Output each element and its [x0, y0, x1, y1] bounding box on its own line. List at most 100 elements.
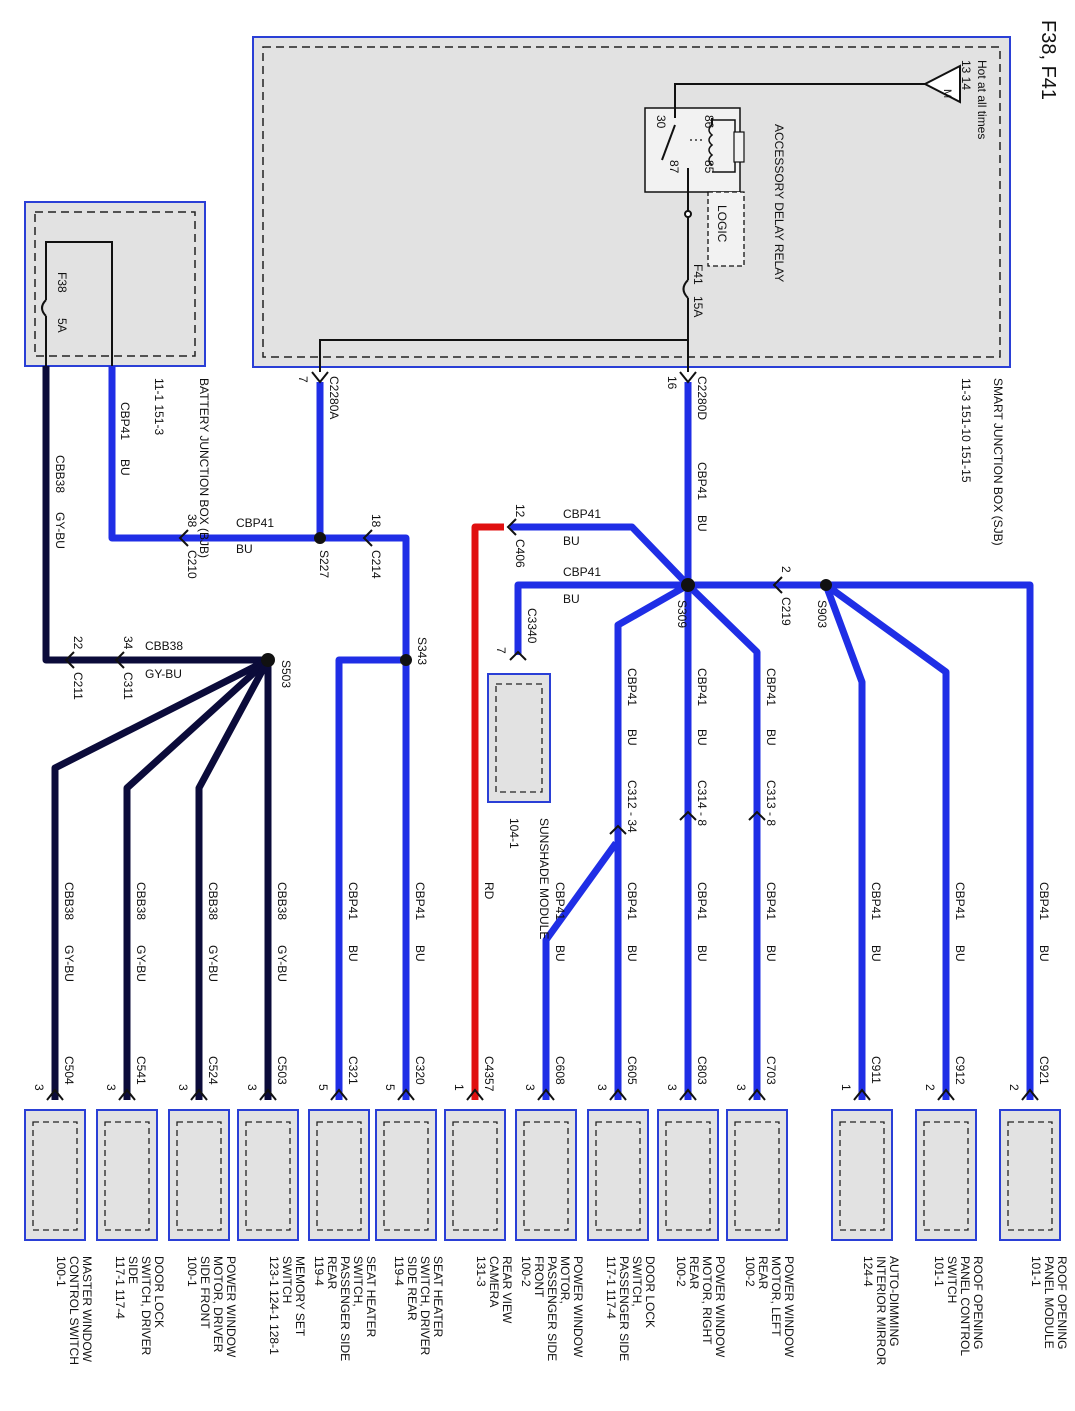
sunshade-name: SUNSHADE MODULE: [537, 818, 551, 939]
sjb-box: [252, 36, 1011, 368]
component-inner-border-c608: [523, 1121, 569, 1231]
component-pin-c504: 3: [32, 1084, 46, 1091]
conn-c406-pin: 12: [513, 504, 527, 518]
conn-c3340-label: C3340: [525, 608, 539, 644]
component-inner-border-c605: [595, 1121, 641, 1231]
component-conn-label-c921: C921: [1037, 1056, 1051, 1085]
component-pin-c605: 3: [595, 1084, 609, 1091]
component-pin-c320: 5: [383, 1084, 397, 1091]
bjb-refs: 11-1 151-3: [152, 378, 166, 435]
wire-label-bjb-dark-circuit: CBB38: [53, 455, 67, 493]
component-wire-color-c320: BU: [413, 945, 427, 962]
conn-symbol-c219: [772, 576, 783, 594]
component-ref-c605: 117-1 117-4: [604, 1256, 618, 1319]
conn-c219-label: C219: [779, 597, 793, 626]
relay-pin-86: 86: [702, 115, 716, 129]
splice-s503-label: S503: [279, 660, 293, 688]
component-ref-c524: 100-1: [185, 1256, 199, 1287]
component-name-c605: PASSENGER SIDE: [617, 1256, 631, 1361]
component-wire-circuit-c541: CBB38: [134, 882, 148, 920]
component-inner-border-c911: [839, 1121, 885, 1231]
component-name-c608: PASSENGER SIDE: [545, 1256, 559, 1361]
hot-feed-wire: [674, 83, 935, 118]
bjb-inner-border: [34, 211, 196, 357]
component-ref-c504: 100-1: [54, 1256, 68, 1287]
relay-name: ACCESSORY DELAY RELAY: [772, 124, 786, 282]
conn-c2280a-label: C2280A: [327, 376, 341, 419]
component-name-c4357: REAR VIEW: [500, 1256, 514, 1324]
component-wire-color-c524: GY-BU: [206, 945, 220, 982]
component-inner-border-c320: [383, 1121, 429, 1231]
fuse-f38: [41, 299, 47, 317]
conn-c211-label: C211: [71, 672, 85, 700]
component-conn-label-c321: C321: [346, 1056, 360, 1085]
component-connector-c4357: [466, 1088, 484, 1101]
component-connector-c703: [748, 1088, 766, 1101]
conn-c2280d-pin: 16: [665, 376, 679, 390]
component-conn-label-c541: C541: [134, 1056, 148, 1085]
conn-symbol-c211: [64, 651, 75, 669]
component-box-c320: [375, 1109, 437, 1241]
component-conn-label-c803: C803: [695, 1056, 709, 1085]
run-label-c3340-bu: BU: [563, 592, 580, 606]
conn-symbol-c2280a: [311, 371, 329, 384]
component-name-c4357: CAMERA: [487, 1256, 501, 1307]
component-ref-c503: 123-1 124-1 128-1: [267, 1256, 281, 1355]
component-conn-label-c504: C504: [62, 1056, 76, 1085]
component-connector-c608: [537, 1088, 555, 1101]
conn-symbol-c3340: [509, 650, 527, 661]
component-name-c321: REAR: [325, 1256, 339, 1290]
conn-symbol-c210: [178, 529, 189, 547]
hot-connector-m: M: [941, 89, 953, 98]
component-ref-c608: 100-2: [519, 1256, 533, 1287]
component-inner-border-c541: [104, 1121, 150, 1231]
component-name-c605: DOOR LOCK: [643, 1256, 657, 1328]
conn-c311-pin: 34: [121, 636, 135, 650]
wire-label-bjb-color: BU: [118, 459, 132, 476]
component-name-c921: ROOF OPENING: [1055, 1256, 1069, 1349]
component-box-c608: [515, 1109, 577, 1241]
conn-symbol-c2280d: [679, 371, 697, 384]
component-wire-color-c912: BU: [953, 945, 967, 962]
component-conn-label-c605: C605: [625, 1056, 639, 1085]
component-ref-c703: 100-2: [743, 1256, 757, 1287]
component-inner-border-c503: [245, 1121, 291, 1231]
component-wire-circuit-c703: CBP41: [764, 882, 778, 920]
component-pin-c524: 3: [176, 1084, 190, 1091]
relay-box: [644, 107, 741, 193]
sunshade-ref: 104-1: [507, 818, 521, 849]
component-name-c541: SIDE: [126, 1256, 140, 1284]
component-name-c803: POWER WINDOW: [713, 1256, 727, 1358]
wire-label-sjb-right-color: BU: [695, 515, 709, 532]
component-inner-border-c504: [32, 1121, 78, 1231]
component-name-c321: SEAT HEATER: [364, 1256, 378, 1338]
component-ref-c921: 101-1: [1029, 1256, 1043, 1287]
component-wire-circuit-c504: CBB38: [62, 882, 76, 920]
component-connector-c320: [397, 1088, 415, 1101]
wire-s903-c911: [822, 583, 866, 1100]
conn-symbol-c314: [679, 810, 697, 821]
component-pin-c703: 3: [734, 1084, 748, 1091]
component-connector-c504: [46, 1088, 64, 1101]
fuse-f41: [682, 279, 689, 299]
mid-label-c314-color: BU: [695, 729, 709, 746]
component-ref-c803: 100-2: [674, 1256, 688, 1287]
run-label-c406-cbp41: CBP41: [563, 507, 601, 521]
component-connector-c524: [190, 1088, 208, 1101]
component-name-c321: PASSENGER SIDE: [338, 1256, 352, 1361]
run-label-s503-cbb38: CBB38: [145, 639, 183, 653]
wire-bjb-to-s227: [108, 366, 320, 542]
component-name-c911: INTERIOR MIRROR: [874, 1256, 888, 1366]
component-conn-label-c320: C320: [413, 1056, 427, 1085]
component-wire-circuit-c608: CBP41: [553, 882, 567, 920]
component-wire-color-c504: GY-BU: [62, 945, 76, 982]
wire-s343-branch: [335, 656, 406, 1100]
component-box-c912: [915, 1109, 977, 1241]
component-wire-circuit-c911: CBP41: [869, 882, 883, 920]
wire-s309-c3340: [514, 581, 688, 655]
component-wire-circuit-c320: CBP41: [413, 882, 427, 920]
component-pin-c503: 3: [245, 1084, 259, 1091]
component-wire-color-c541: GY-BU: [134, 945, 148, 982]
splice-s903-label: S903: [815, 600, 829, 628]
